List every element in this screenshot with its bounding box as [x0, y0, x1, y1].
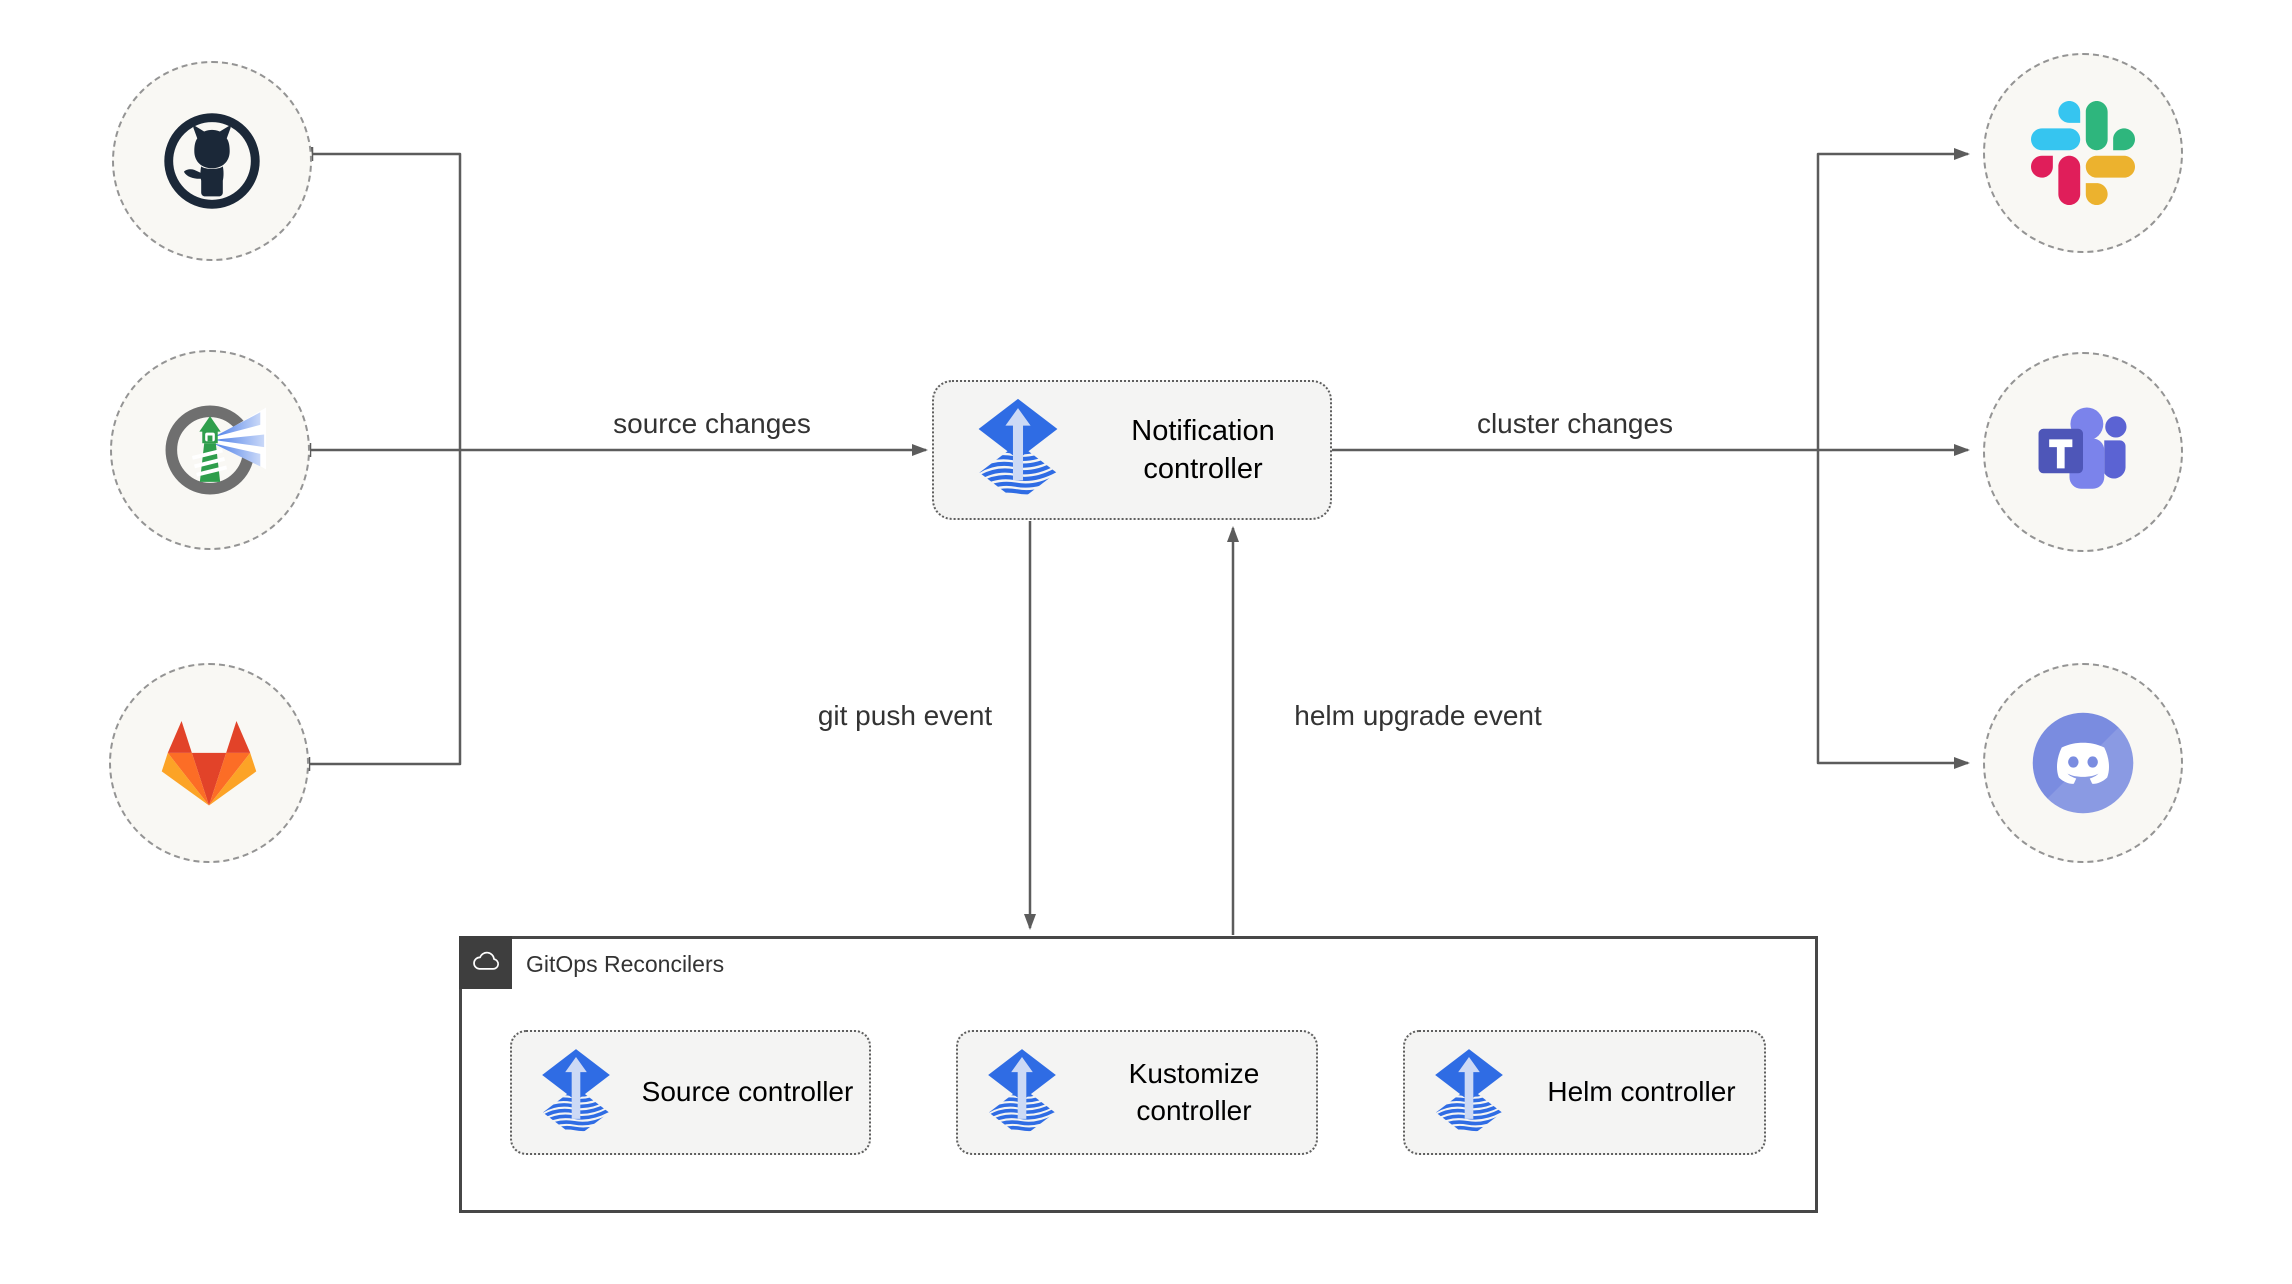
- edge-label-source-changes: source changes: [613, 408, 811, 439]
- notifier-node-teams: [1983, 352, 2183, 552]
- source-controller-label: Source controller: [641, 1076, 854, 1108]
- teams-icon: [2038, 407, 2127, 489]
- source-node-github: [112, 61, 312, 261]
- discord-icon: [2032, 712, 2134, 814]
- notifier-node-discord: [1983, 663, 2183, 863]
- harbor-icon: [165, 405, 267, 495]
- flux-icon: [540, 1048, 612, 1138]
- flux-icon: [986, 1048, 1058, 1138]
- gitops-reconcilers-group: GitOps Reconcilers Source controller Kus…: [459, 936, 1818, 1213]
- source-node-harbor: [110, 350, 310, 550]
- edge-label-helm-upgrade-event: helm upgrade event: [1294, 700, 1542, 731]
- helm-controller-label: Helm controller: [1547, 1076, 1736, 1108]
- notification-controller-node: Notification controller: [932, 380, 1332, 520]
- group-title: GitOps Reconcilers: [526, 950, 725, 977]
- notification-controller-label: Notification controller: [1131, 414, 1275, 485]
- left-bus-wire: [309, 152, 462, 766]
- helm-controller-node: Helm controller: [1403, 1030, 1766, 1155]
- notifier-node-slack: [1983, 53, 2183, 253]
- source-node-gitlab: [109, 663, 309, 863]
- flux-icon: [1433, 1048, 1505, 1138]
- kustomize-controller-label: Kustomize controller: [1128, 1057, 1260, 1126]
- flux-icon: [976, 398, 1060, 502]
- gitlab-icon: [161, 721, 257, 806]
- edge-label-cluster-changes: cluster changes: [1476, 408, 1674, 439]
- slack-icon: [2031, 101, 2135, 205]
- cloud-icon: [472, 951, 499, 970]
- source-controller-node: Source controller: [510, 1030, 871, 1155]
- edge-label-git-push-event: git push event: [817, 700, 993, 731]
- group-badge: [459, 936, 512, 989]
- github-icon: [164, 113, 260, 209]
- kustomize-controller-node: Kustomize controller: [956, 1030, 1318, 1155]
- right-bus-up-wire: [1816, 148, 1970, 450]
- right-bus-down-wire: [1816, 450, 1970, 769]
